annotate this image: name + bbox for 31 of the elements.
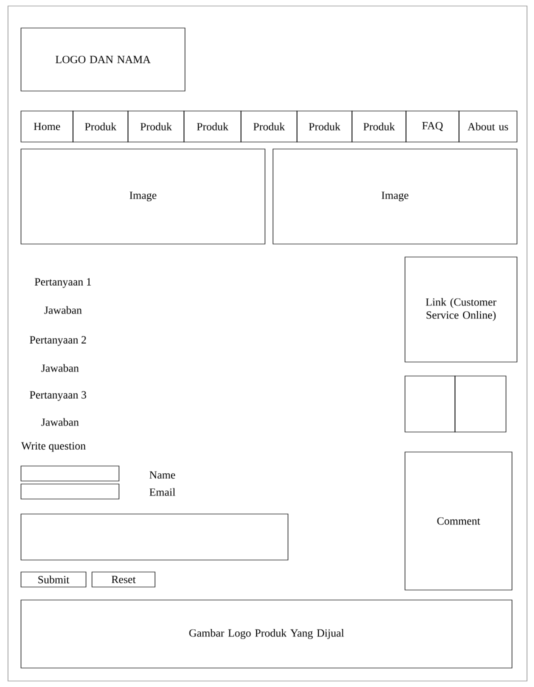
submit-button: Submit xyxy=(20,572,86,588)
nav-tab: Produk xyxy=(72,110,128,142)
field-label: Name xyxy=(150,471,176,479)
link-box xyxy=(454,376,506,432)
nav-tab: Produk xyxy=(352,110,406,142)
footer-banner: Gambar Logo Produk Yang Dijual xyxy=(20,600,512,668)
question-text: Pertanyaan 3 xyxy=(30,391,86,401)
banner-box: Image xyxy=(20,148,266,244)
answer-text: Jawaban xyxy=(41,418,79,426)
nav-tab: Home xyxy=(20,110,74,142)
input-field xyxy=(20,484,120,500)
header-box: LOGO DAN NAMA xyxy=(20,28,186,92)
form-heading: Write question xyxy=(21,442,86,452)
nav-tab: FAQ xyxy=(406,110,460,142)
nav-tab: Produk xyxy=(128,110,184,142)
nav-tab: About us xyxy=(458,110,518,142)
text-area xyxy=(20,514,288,560)
reset-button: Reset xyxy=(92,572,156,588)
answer-text: Jawaban xyxy=(44,306,82,314)
field-label: Email xyxy=(150,488,176,496)
question-text: Pertanyaan 1 xyxy=(34,278,91,288)
link-box xyxy=(404,376,456,432)
banner-box: Image xyxy=(272,148,518,244)
nav-tab: Produk xyxy=(184,110,242,142)
comment-box: Comment xyxy=(404,452,512,590)
nav-tab: Produk xyxy=(240,110,298,142)
input-field xyxy=(20,466,120,482)
link-box: Link (Customer Service Online) xyxy=(404,256,518,362)
answer-text: Jawaban xyxy=(41,364,79,372)
nav-tab: Produk xyxy=(296,110,352,142)
question-text: Pertanyaan 2 xyxy=(30,336,86,346)
